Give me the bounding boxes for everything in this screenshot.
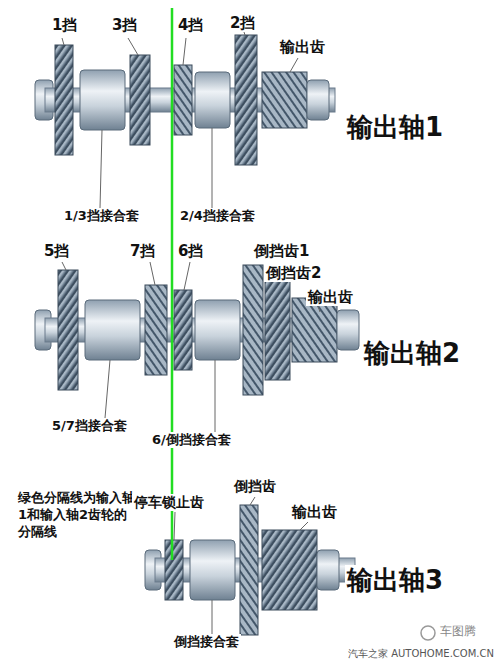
- leader-line: [105, 360, 110, 418]
- reverse-sleeve: [190, 540, 235, 600]
- gear-2: [235, 35, 257, 165]
- separator-line: [171, 8, 174, 560]
- output-gear: [292, 298, 337, 362]
- watermark: 汽车之家 AUTOHOME.COM.CN: [346, 648, 496, 660]
- part-label: 输出齿: [290, 503, 339, 521]
- reverse-gear: [240, 505, 258, 635]
- output-shaft-2: [35, 265, 359, 395]
- gear-6: [174, 290, 192, 370]
- part-label: 输出齿: [306, 288, 355, 306]
- gear-label: 5挡: [42, 242, 71, 260]
- leader-line: [212, 600, 213, 634]
- leader-line: [300, 522, 308, 530]
- output-shaft-1: [35, 35, 335, 165]
- reverse-gear-1: [243, 265, 263, 395]
- part-label: 6/倒挡接合套: [150, 432, 233, 448]
- sleeve-6-r: [195, 300, 240, 360]
- gear-label: 2挡: [228, 14, 257, 32]
- gear-label: 6挡: [176, 242, 205, 260]
- output-gear: [262, 72, 307, 128]
- leader-line: [62, 38, 64, 45]
- gear-label: 3挡: [110, 16, 139, 34]
- leader-line: [128, 38, 138, 55]
- part-label: 倒挡齿1: [252, 242, 311, 260]
- output-gear: [262, 530, 317, 610]
- leader-line: [215, 360, 216, 432]
- part-label: 倒挡齿2: [264, 264, 323, 282]
- gear-7: [145, 285, 167, 375]
- leader-line: [250, 497, 255, 505]
- leader-line: [184, 262, 190, 290]
- leader-line: [174, 512, 175, 540]
- output-shaft-3: [145, 505, 355, 635]
- gear-4: [174, 65, 192, 135]
- gear-label: 4挡: [176, 16, 205, 34]
- part-label: 1/3挡接合套: [62, 208, 141, 224]
- gear-5: [58, 270, 78, 390]
- shaft-title: 输出轴3: [345, 565, 445, 596]
- shaft-title: 输出轴2: [362, 338, 462, 369]
- sleeve-1-3: [80, 70, 125, 130]
- part-label: 5/7挡接合套: [50, 418, 129, 434]
- leader-line: [100, 130, 102, 208]
- part-label: 2/4挡接合套: [178, 208, 257, 224]
- parking-lock-gear: [165, 540, 183, 600]
- sleeve-2-4: [195, 72, 230, 128]
- gear-3: [130, 55, 150, 145]
- part-label: 倒挡接合套: [172, 634, 241, 650]
- watermark: 车图腾: [438, 624, 478, 638]
- leader-line: [212, 128, 213, 208]
- sleeve-5-7: [85, 300, 140, 360]
- leader-line: [62, 262, 66, 270]
- gear-label: 7挡: [128, 242, 157, 260]
- part-label: 输出齿: [278, 38, 327, 56]
- leader-line: [150, 262, 155, 285]
- gear-label: 1挡: [50, 16, 79, 34]
- gear-1: [55, 45, 73, 155]
- reverse-gear-2: [265, 280, 290, 380]
- part-label: 倒挡齿: [232, 478, 278, 495]
- leader-lines: [62, 32, 320, 634]
- watermark-icon: [421, 626, 435, 640]
- note: 绿色分隔线为输入轴1和输入轴2齿轮的分隔线: [16, 490, 138, 541]
- bearing: [307, 80, 329, 120]
- leader-line: [183, 38, 186, 65]
- leader-line: [290, 58, 298, 72]
- part-label: 停车锁止齿: [132, 494, 206, 511]
- shaft-title: 输出轴1: [345, 112, 445, 143]
- bearing: [337, 310, 359, 350]
- bearing: [317, 550, 339, 590]
- leader-line: [244, 32, 245, 35]
